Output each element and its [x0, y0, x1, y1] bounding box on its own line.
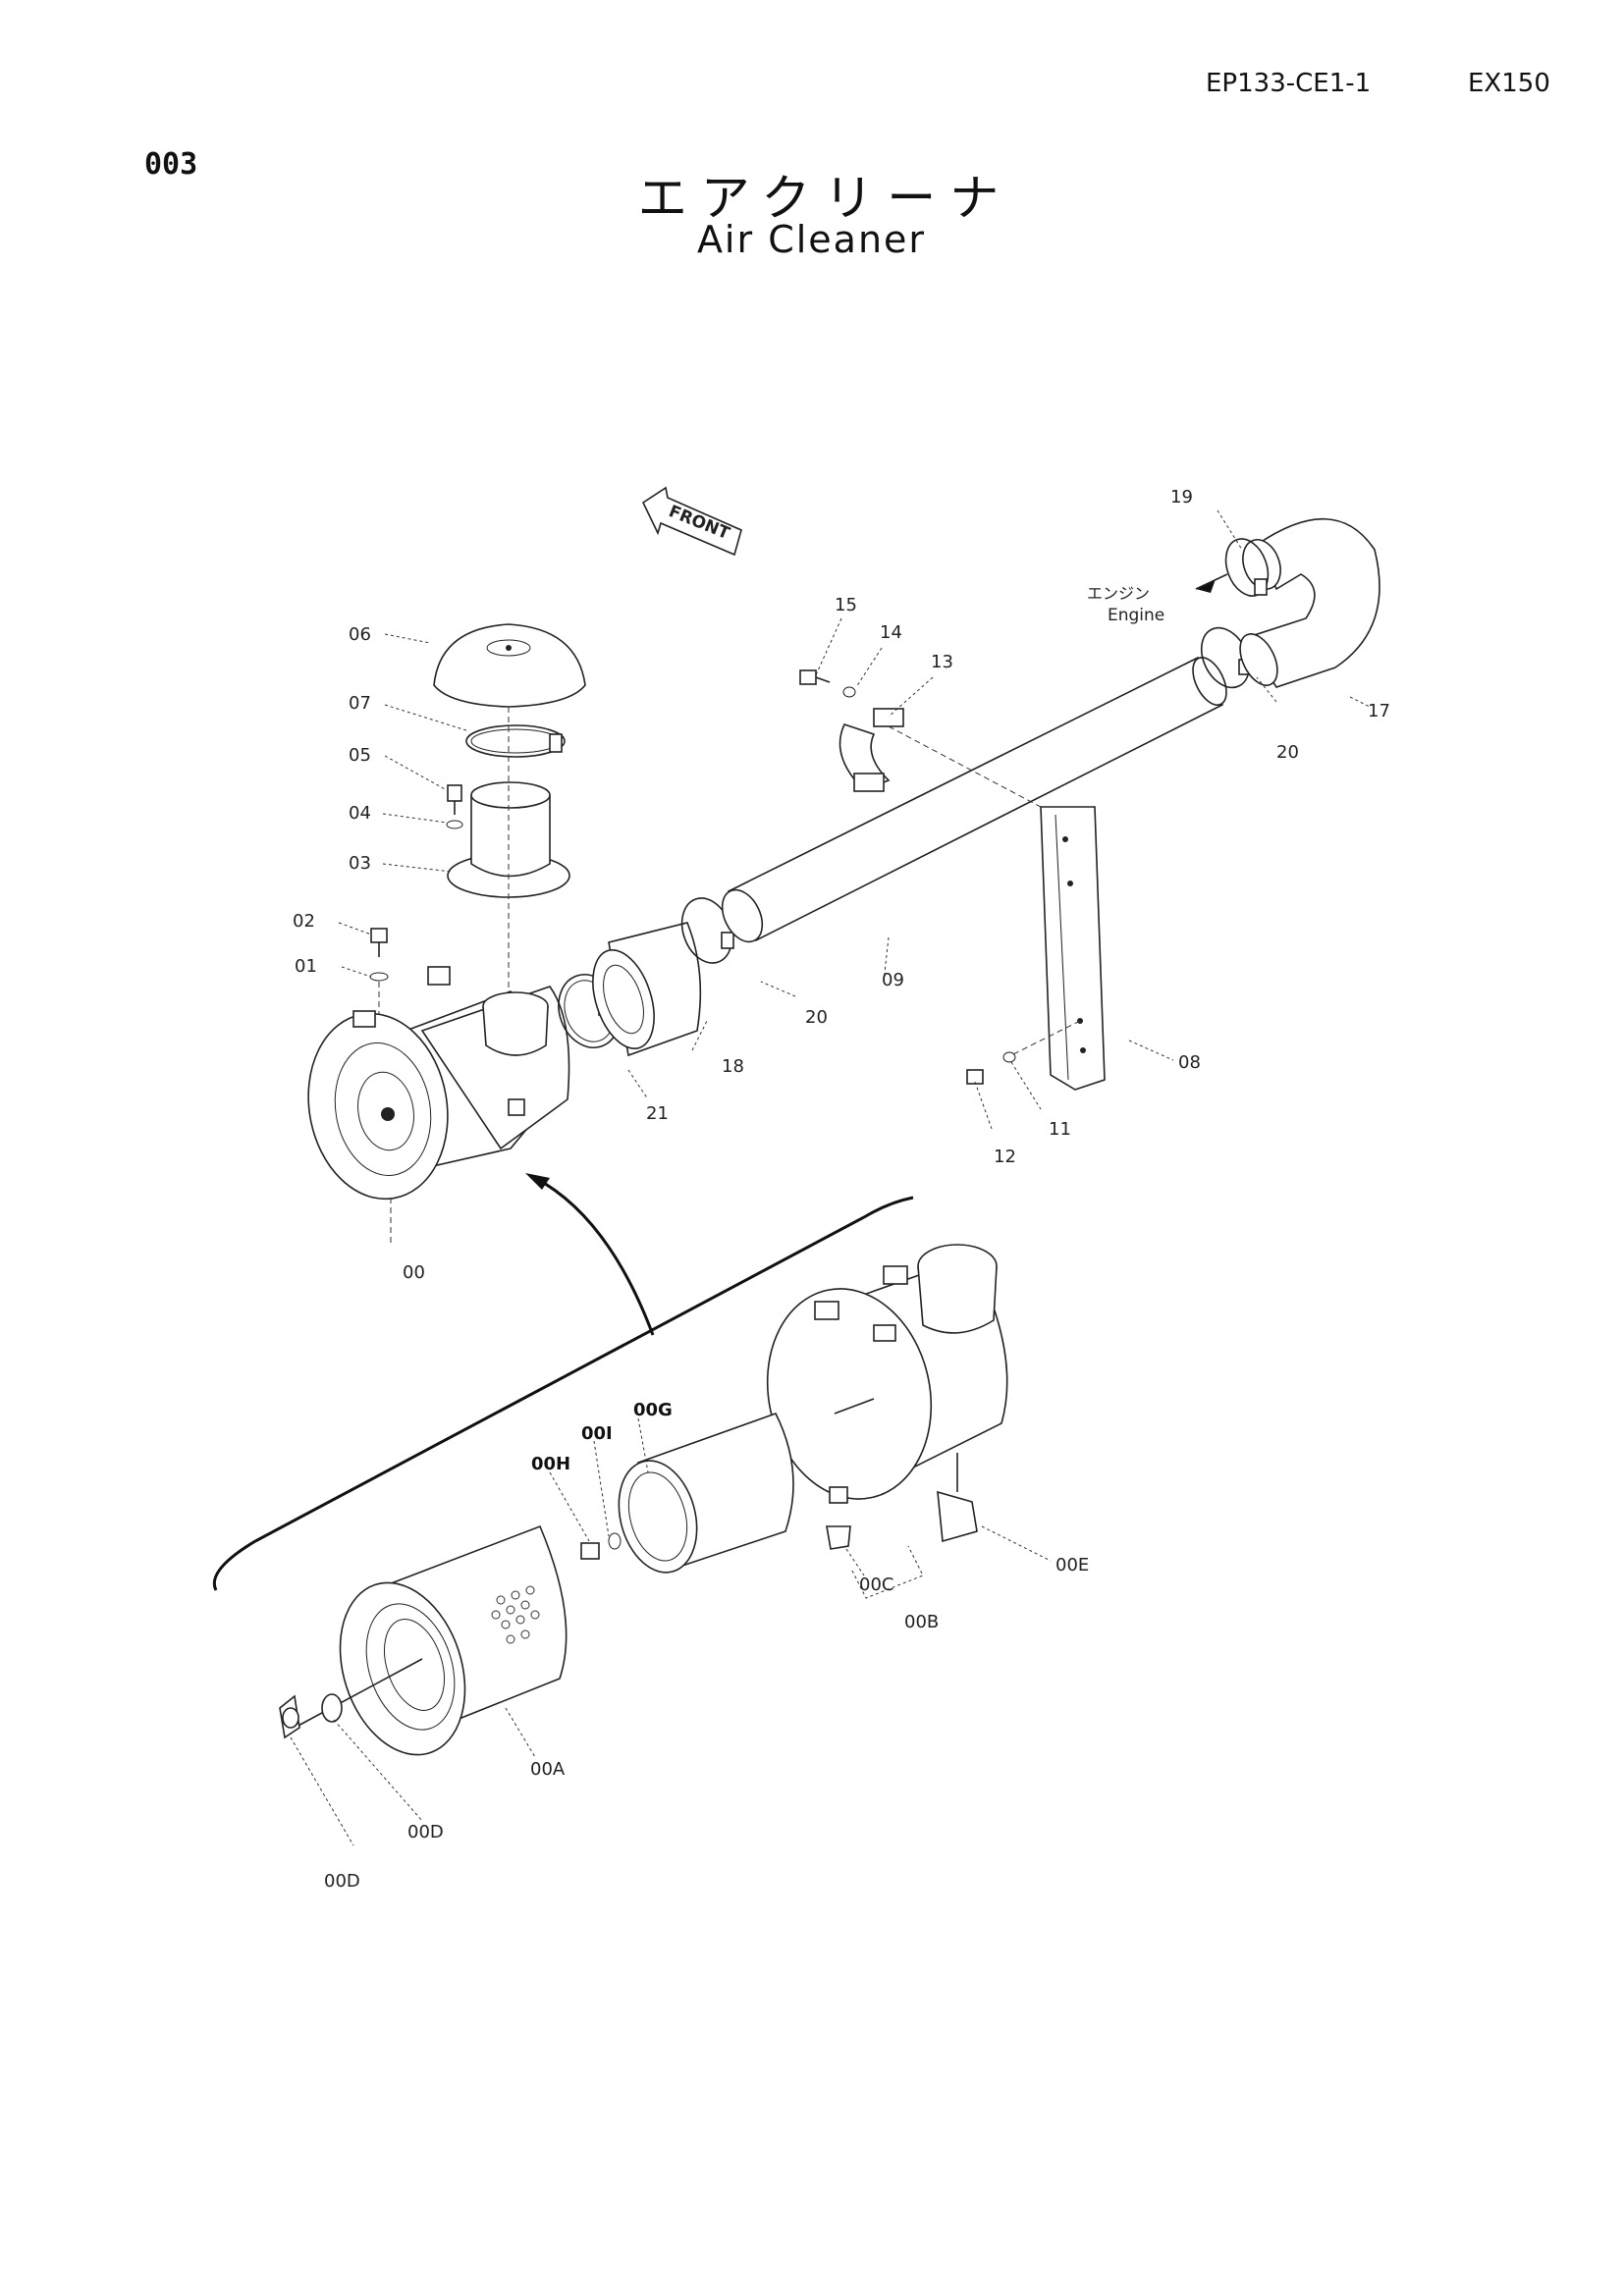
- callout-00H: 00H: [531, 1454, 570, 1474]
- callout-01: 01: [295, 956, 317, 977]
- callout-21: 21: [646, 1103, 669, 1124]
- callout-08: 08: [1178, 1052, 1201, 1073]
- callout-00I: 00I: [581, 1423, 613, 1444]
- outer-element-00A: [294, 1524, 568, 1756]
- bolt-02: [369, 928, 389, 1021]
- page-number: 003: [144, 147, 198, 182]
- air-cleaner-cap: [433, 623, 586, 708]
- callout-00: 00: [403, 1262, 425, 1283]
- elbow-hose-17: [1239, 517, 1380, 688]
- plug-00C: [826, 1525, 851, 1550]
- detail-arrow: [213, 1173, 914, 1591]
- callout-02: 02: [293, 911, 315, 932]
- callout-15: 15: [835, 595, 857, 615]
- engine-label-en: Engine: [1108, 606, 1164, 625]
- callout-labels: 06 07 05 04 03 02 01 00 21 18 20 09 08 1…: [293, 487, 1390, 1892]
- front-label: FRONT: [666, 502, 732, 544]
- clamp-19: [1224, 538, 1270, 597]
- callout-05: 05: [349, 745, 371, 766]
- callout-11: 11: [1049, 1119, 1071, 1140]
- callout-03: 03: [349, 853, 371, 874]
- callout-20b: 20: [1276, 742, 1299, 763]
- doc-code: EP133-CE1-1: [1206, 69, 1372, 98]
- bolt-05: [446, 784, 463, 829]
- leader-lines: [338, 509, 1371, 1758]
- callout-13: 13: [931, 652, 953, 672]
- callout-00A: 00A: [530, 1759, 566, 1780]
- callout-00C: 00C: [859, 1575, 893, 1595]
- callout-00D: 00D: [324, 1871, 360, 1892]
- pipe-09: [721, 656, 1227, 943]
- callout-06: 06: [349, 624, 371, 645]
- callout-00G: 00G: [633, 1400, 673, 1420]
- inner-element-00G: [618, 1413, 794, 1574]
- front-arrow: FRONT: [641, 486, 742, 557]
- bracket-08: [1010, 806, 1106, 1091]
- air-cleaner-body: [307, 966, 570, 1247]
- callout-19: 19: [1170, 487, 1193, 507]
- clamp-ring-07: [465, 724, 566, 758]
- callout-00F: 00E: [1055, 1555, 1089, 1575]
- wing-nut-00D: [279, 1693, 423, 1846]
- bolt-15: [799, 669, 856, 698]
- housing-00B: [766, 1244, 1008, 1504]
- model-code: EX150: [1468, 69, 1550, 98]
- callout-18: 18: [722, 1056, 744, 1077]
- callout-12: 12: [994, 1147, 1016, 1167]
- inlet-tube-03: [447, 707, 570, 991]
- callout-04: 04: [349, 803, 371, 824]
- nut-00H: [580, 1532, 622, 1560]
- engine-label-jp: エンジン: [1087, 584, 1150, 603]
- bolt-12: [966, 1051, 1016, 1085]
- callout-09: 09: [882, 970, 904, 990]
- title-japanese: エアクリーナ: [637, 170, 1013, 227]
- callout-00B: 00B: [904, 1612, 939, 1632]
- callout-00E: 00D: [407, 1822, 444, 1842]
- hose-18: [592, 922, 702, 1057]
- callout-07: 07: [349, 693, 371, 714]
- title-english: Air Cleaner: [696, 218, 927, 261]
- callout-20a: 20: [805, 1007, 828, 1028]
- callout-14: 14: [880, 622, 902, 643]
- callout-17: 17: [1368, 701, 1390, 721]
- u-bracket-13: [839, 708, 904, 792]
- drain-valve-00F: [937, 1453, 1052, 1562]
